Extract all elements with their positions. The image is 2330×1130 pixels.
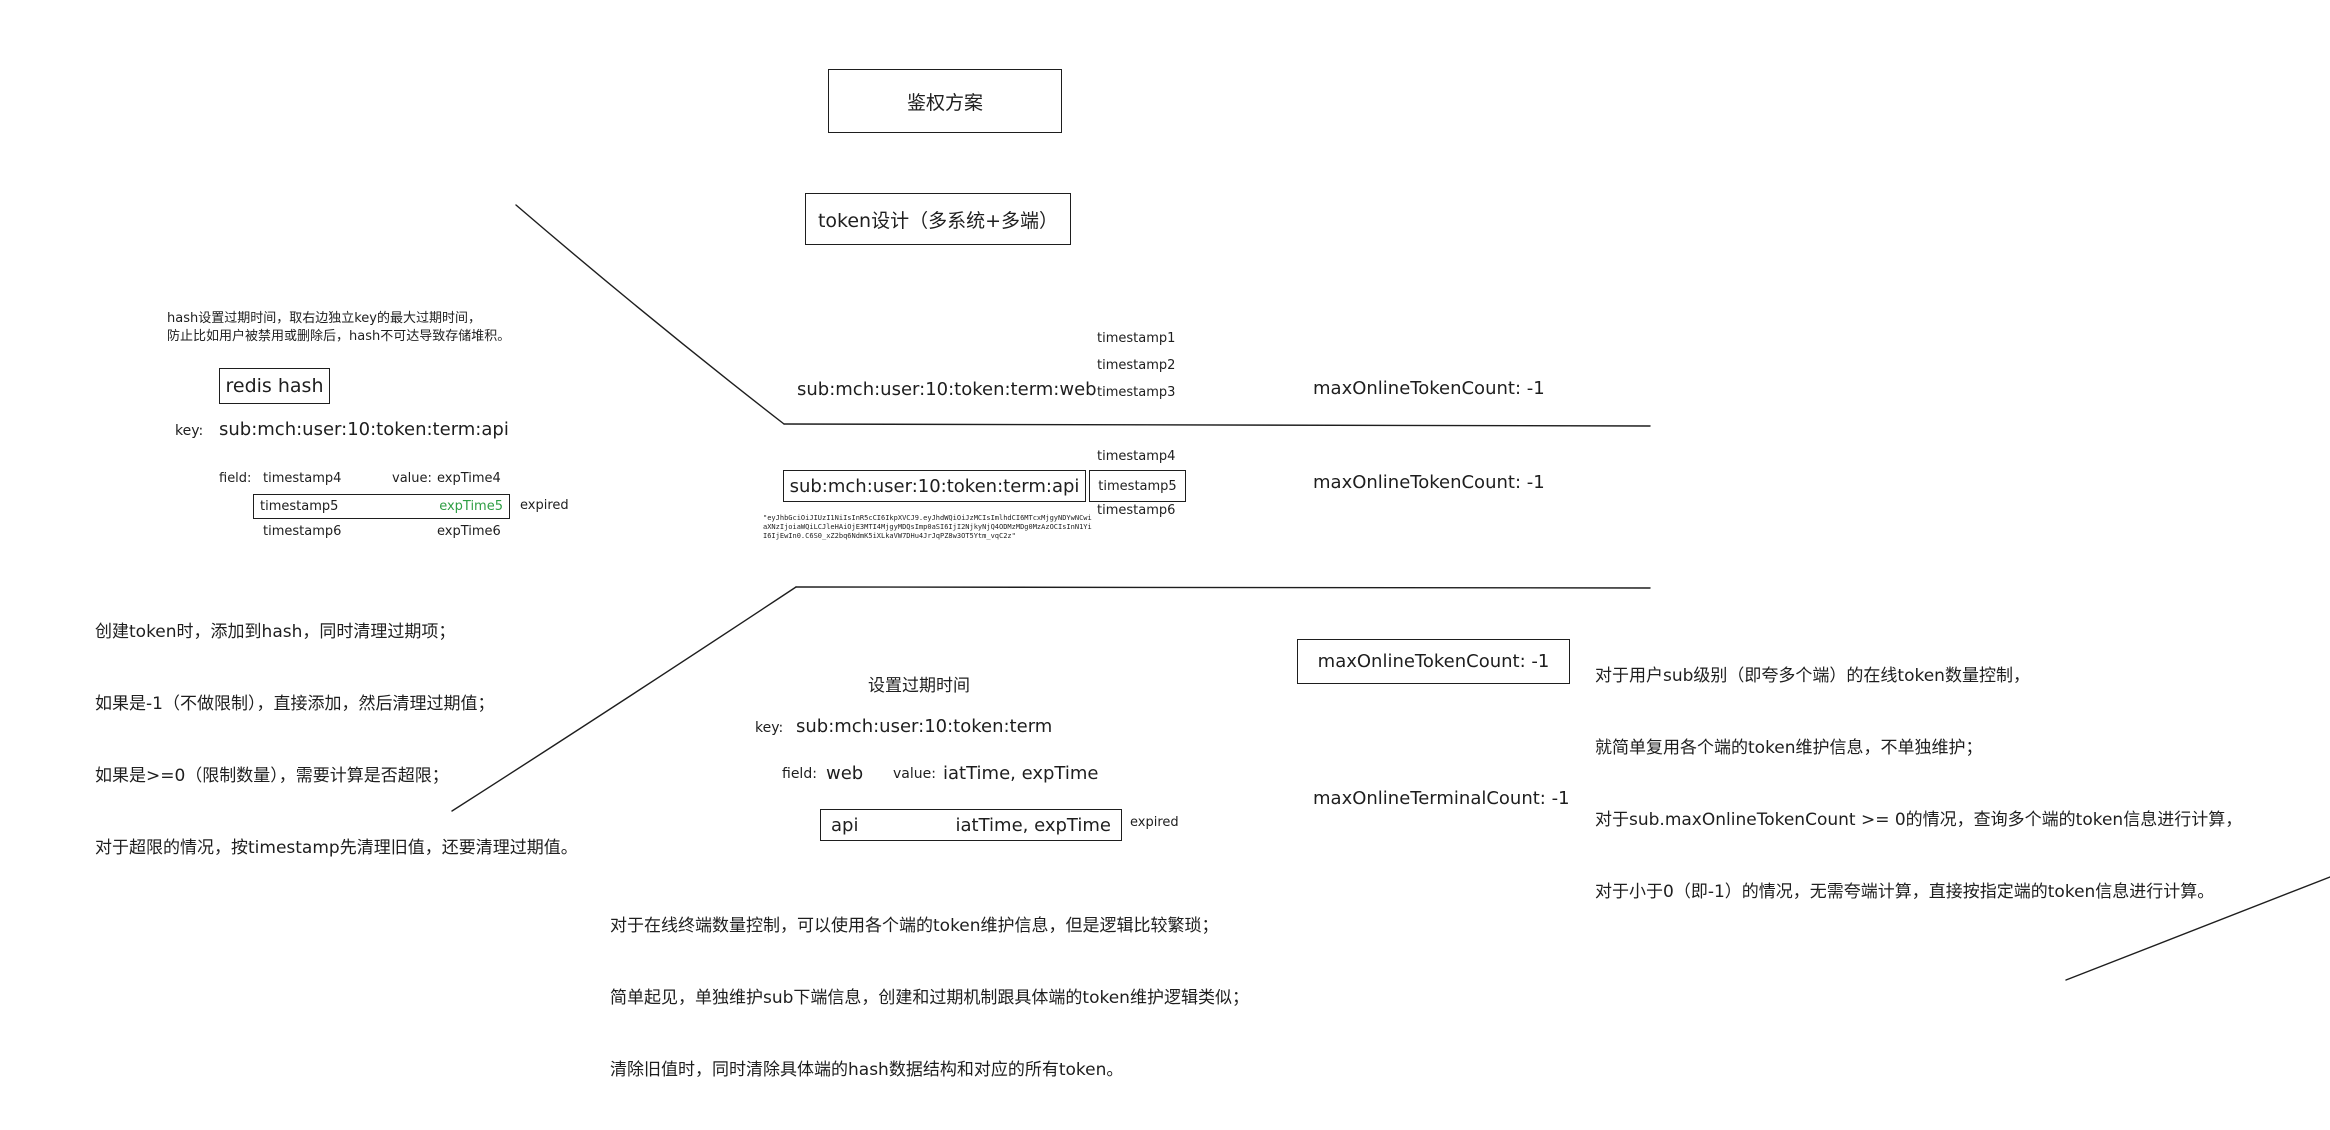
horizontal-web-line bbox=[783, 423, 1651, 427]
terminal-count-notes: 对于在线终端数量控制，可以使用各个端的token维护信息，但是逻辑比较繁琐； 简… bbox=[610, 866, 1249, 1130]
value-label: value: bbox=[392, 471, 432, 486]
create-note-4: 对于超限的情况，按timestamp先清理旧值，还要清理过期值。 bbox=[95, 838, 578, 858]
sub-max-online-token-count: maxOnlineTokenCount: -1 bbox=[1317, 651, 1550, 672]
sub-max-online-token-box: maxOnlineTokenCount: -1 bbox=[1297, 639, 1570, 684]
horizontal-api-line bbox=[795, 586, 1651, 589]
term-row-2-value: iatTime, expTime bbox=[955, 814, 1111, 836]
diagonal-top-line bbox=[515, 204, 785, 425]
term-row-1-field: web bbox=[826, 763, 864, 784]
sub-note-2: 就简单复用各个端的token维护信息，不单独维护； bbox=[1595, 738, 1983, 758]
token-design-text: token设计（多系统+多端） bbox=[817, 209, 1059, 232]
api-term-key-box: sub:mch:user:10:token:term:api bbox=[783, 470, 1086, 502]
hash-row-3-field: timestamp6 bbox=[263, 524, 342, 539]
hash-row-2-box: timestamp5 expTime5 bbox=[253, 494, 510, 519]
hash-row-2-value: expTime5 bbox=[439, 499, 503, 514]
hash-row-2-field: timestamp5 bbox=[260, 499, 339, 514]
term-field-label: field: bbox=[782, 766, 817, 782]
diagram-canvas: 鉴权方案 token设计（多系统+多端） hash设置过期时间，取右边独立key… bbox=[95, 69, 2330, 1080]
sub-level-notes: 对于用户sub级别（即夸多个端）的在线token数量控制， 就简单复用各个端的t… bbox=[1595, 616, 2242, 952]
api-timestamp-5-box: timestamp5 bbox=[1089, 470, 1186, 502]
term-key-label: key: bbox=[755, 720, 784, 736]
sub-note-3: 对于sub.maxOnlineTokenCount >= 0的情况，查询多个端的… bbox=[1595, 810, 2243, 830]
redis-key-value: sub:mch:user:10:token:term:api bbox=[219, 419, 509, 440]
web-timestamp-1: timestamp1 bbox=[1097, 331, 1176, 346]
hash-expire-note-line-1: hash设置过期时间，取右边独立key的最大过期时间， bbox=[167, 311, 481, 326]
sub-note-1: 对于用户sub级别（即夸多个端）的在线token数量控制， bbox=[1595, 666, 2030, 686]
term-value-label: value: bbox=[893, 766, 936, 782]
term-section-title: 设置过期时间 bbox=[868, 676, 970, 696]
api-timestamp-6: timestamp6 bbox=[1097, 503, 1176, 518]
sub-note-4: 对于小于0（即-1）的情况，无需夸端计算，直接按指定端的token信息进行计算。 bbox=[1595, 882, 2215, 902]
create-note-2: 如果是-1（不做限制），直接添加，然后清理过期值； bbox=[95, 694, 495, 714]
term-row-2-box: api iatTime, expTime bbox=[820, 809, 1122, 841]
api-timestamp-5: timestamp5 bbox=[1098, 478, 1177, 494]
api-max-online-token-count: maxOnlineTokenCount: -1 bbox=[1313, 472, 1545, 493]
hash-expire-note-line-2: 防止比如用户被禁用或删除后，hash不可达导致存储堆积。 bbox=[167, 329, 511, 344]
web-timestamp-2: timestamp2 bbox=[1097, 358, 1176, 373]
max-online-terminal-count: maxOnlineTerminalCount: -1 bbox=[1313, 788, 1570, 809]
api-term-key: sub:mch:user:10:token:term:api bbox=[789, 475, 1080, 497]
term-note-1: 对于在线终端数量控制，可以使用各个端的token维护信息，但是逻辑比较繁琐； bbox=[610, 916, 1219, 936]
web-timestamp-3: timestamp3 bbox=[1097, 385, 1176, 400]
term-row-2-field: api bbox=[831, 814, 859, 836]
term-row-1-value: iatTime, expTime bbox=[943, 763, 1099, 784]
edge-line-bottom-right bbox=[2065, 876, 2330, 981]
term-row-2-status: expired bbox=[1130, 815, 1179, 830]
redis-hash-label: redis hash bbox=[225, 375, 324, 397]
create-note-3: 如果是>=0（限制数量），需要计算是否超限； bbox=[95, 766, 449, 786]
create-token-notes: 创建token时，添加到hash，同时清理过期项； 如果是-1（不做限制），直接… bbox=[95, 572, 578, 908]
create-note-1: 创建token时，添加到hash，同时清理过期项； bbox=[95, 622, 456, 642]
term-note-2: 简单起见，单独维护sub下端信息，创建和过期机制跟具体端的token维护逻辑类似… bbox=[610, 988, 1249, 1008]
redis-key-label: key: bbox=[175, 423, 204, 439]
title-text: 鉴权方案 bbox=[906, 91, 983, 114]
token-design-box: token设计（多系统+多端） bbox=[805, 193, 1071, 245]
jwt-token-sample: "eyJhbGciOiJIUzI1NiIsInR5cCI6IkpXVCJ9.ey… bbox=[763, 514, 1092, 540]
term-key-value: sub:mch:user:10:token:term bbox=[796, 716, 1053, 737]
hash-row-3-value: expTime6 bbox=[437, 524, 501, 539]
api-timestamp-4: timestamp4 bbox=[1097, 449, 1176, 464]
hash-row-2-status: expired bbox=[520, 498, 569, 513]
web-term-key: sub:mch:user:10:token:term:web bbox=[797, 379, 1097, 400]
redis-hash-box: redis hash bbox=[219, 368, 330, 404]
term-note-3: 清除旧值时，同时清除具体端的hash数据结构和对应的所有token。 bbox=[610, 1060, 1124, 1080]
title-box: 鉴权方案 bbox=[828, 69, 1062, 133]
hash-row-1-field: timestamp4 bbox=[263, 471, 342, 486]
connector-lines bbox=[451, 204, 2330, 981]
field-label: field: bbox=[219, 471, 252, 486]
web-max-online-token-count: maxOnlineTokenCount: -1 bbox=[1313, 378, 1545, 399]
hash-row-1-value: expTime4 bbox=[437, 471, 501, 486]
diagonal-bottom-line bbox=[451, 586, 797, 812]
